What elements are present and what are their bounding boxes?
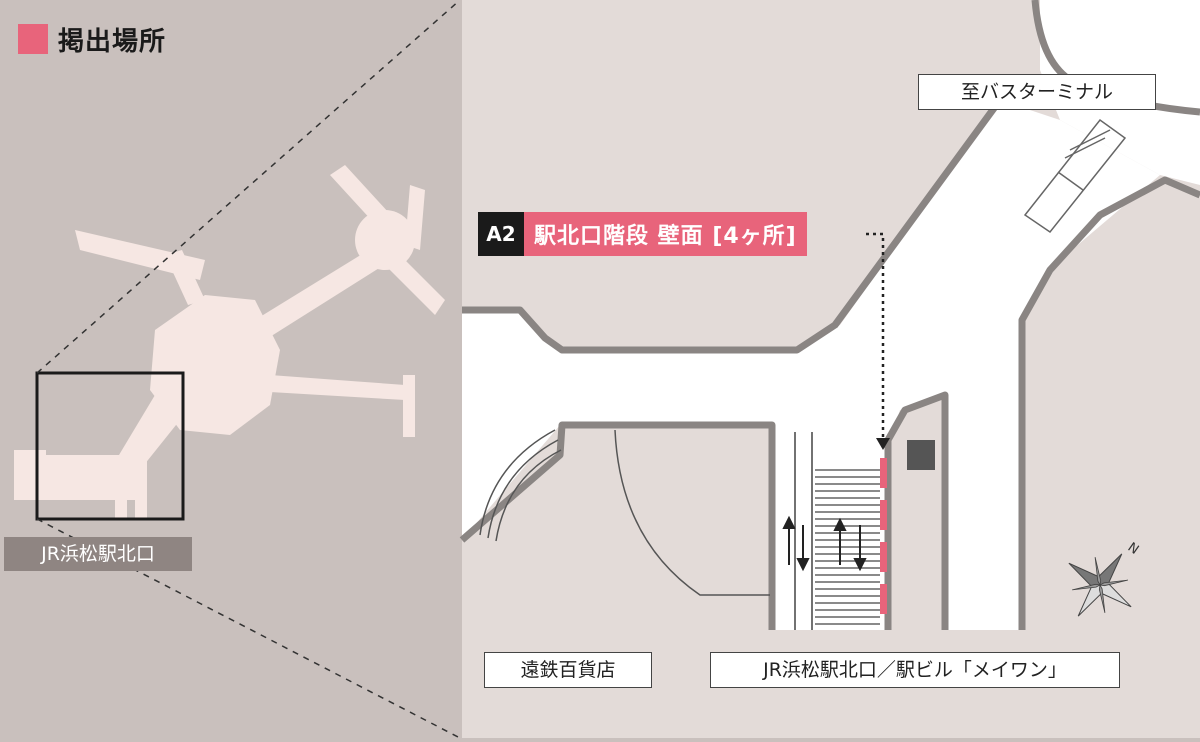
wall-pillar (884, 391, 949, 630)
arrow-up-2-head (833, 517, 847, 531)
callout-name: 駅北口階段 壁面 [4ヶ所] (524, 212, 807, 256)
zoom-line-top (36, 0, 461, 374)
callout-leader (866, 232, 885, 440)
placement-callout: A2 駅北口階段 壁面 [4ヶ所] (478, 212, 807, 256)
placement-markers (880, 458, 887, 614)
arrow-down-2-head (853, 558, 867, 572)
placement-marker-4 (880, 584, 887, 614)
legend: 掲出場所 (18, 22, 167, 57)
callout-code: A2 (478, 212, 524, 256)
overview-arm-east-cap (403, 375, 415, 437)
overview-zoom-box (35, 371, 185, 521)
facade-arc-2 (487, 439, 559, 539)
overview-arm-east-long (270, 375, 405, 400)
overview-arm-north (165, 250, 205, 305)
station-exit-label: JR浜松駅北口／駅ビル「メイワン」 (710, 652, 1120, 688)
arrow-down-1-head (796, 558, 810, 572)
facade-arc-1 (479, 429, 556, 536)
placement-marker-3 (880, 542, 887, 572)
pillar-box (907, 440, 935, 470)
crosswalk (1023, 118, 1127, 234)
zoom-line-bottom (36, 518, 461, 739)
overview-arm-northeast (255, 240, 395, 340)
compass-nw-point (1094, 557, 1102, 587)
detail-walls (459, 0, 1200, 630)
overview-station-west (14, 450, 46, 500)
facade-curve (614, 429, 770, 596)
overview-arm-north2 (405, 185, 425, 250)
legend-label: 掲出場所 (58, 26, 167, 57)
callout-leader-arrow (876, 438, 890, 450)
facade-arc-3 (495, 449, 562, 542)
overview-arm-southwest (110, 395, 180, 470)
wall-north (462, 91, 1041, 354)
placement-marker-2 (880, 500, 887, 530)
overview-station-block (45, 455, 145, 500)
department-store-label: 遠鉄百貨店 (484, 652, 652, 688)
compass-rose (1068, 553, 1132, 617)
crosswalk-stripe-2 (1064, 137, 1106, 159)
arrow-up-1-head (782, 515, 796, 529)
overview-pillar-2 (135, 455, 147, 520)
placement-marker-1 (880, 458, 887, 488)
wall-east (1018, 176, 1200, 630)
overview-station-tag: JR浜松駅北口 (4, 537, 192, 571)
overview-arm-east (385, 250, 445, 315)
dept-store-facade (479, 429, 770, 596)
overview-pillar-1 (115, 460, 127, 520)
direction-arrows (782, 515, 867, 572)
corridor-main (462, 100, 1160, 630)
bus-terminal-label: 至バスターミナル (918, 74, 1156, 110)
stairs-area (782, 432, 887, 630)
crosswalk-divider (1057, 171, 1084, 191)
legend-swatch (18, 24, 48, 54)
crosswalk-outline (1023, 118, 1127, 234)
stair-steps (815, 469, 880, 625)
crosswalk-stripe-1 (1069, 129, 1111, 151)
overview-plaza (14, 165, 445, 520)
wall-south (459, 421, 776, 630)
overview-arm-north1 (330, 165, 400, 235)
